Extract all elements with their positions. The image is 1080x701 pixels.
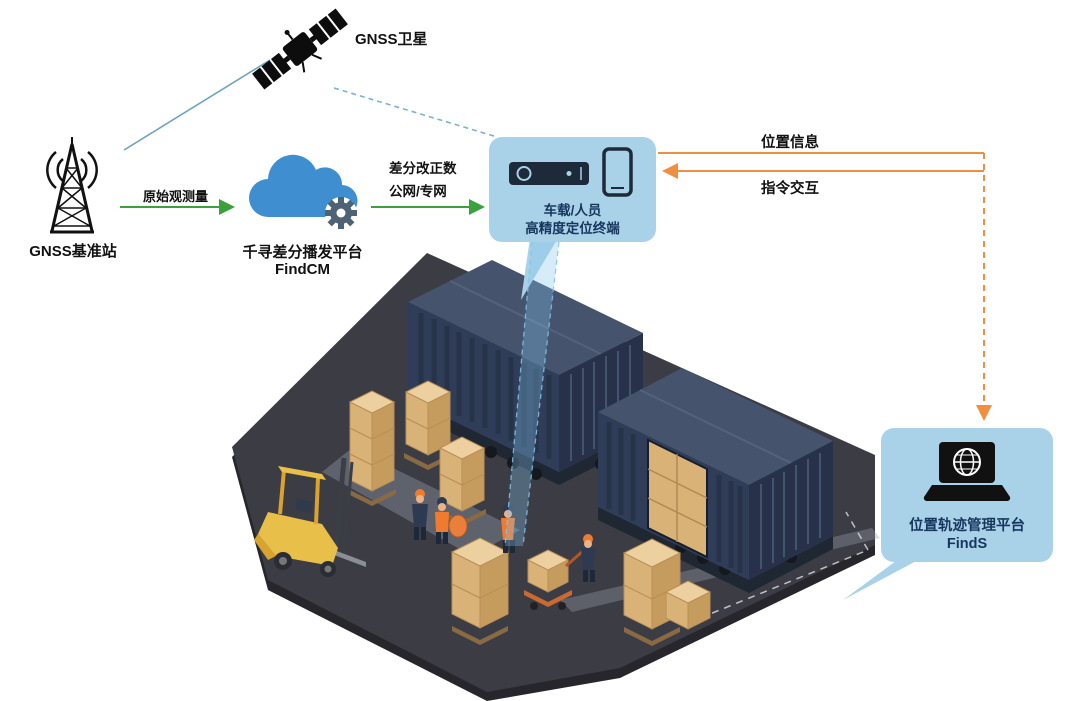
workers xyxy=(412,489,595,582)
position-info-label: 位置信息 xyxy=(761,135,819,151)
command-interaction-label: 指令交互 xyxy=(761,181,819,197)
management-platform-bubble: 位置轨迹管理平台 FindS xyxy=(881,428,1053,562)
correction-label-line2: 公网/专网 xyxy=(389,184,447,199)
cloud-gear-icon xyxy=(238,133,373,238)
management-platform-product: FindS xyxy=(946,536,988,552)
finds-bubble-tail xyxy=(843,558,922,600)
warehouse-illustration xyxy=(232,238,922,701)
terminal-label-line2: 高精度定位终端 xyxy=(525,221,620,236)
management-platform-name: 位置轨迹管理平台 xyxy=(909,518,1025,534)
satellite-to-terminal-link xyxy=(333,87,498,138)
base-station-label: GNSS基准站 xyxy=(29,243,117,260)
pallet-stacks-left xyxy=(348,380,486,526)
satellite-to-base-link xyxy=(123,59,271,151)
positioning-beam xyxy=(504,241,560,547)
cloud-platform-product: FindCM xyxy=(275,261,330,278)
laptop-globe-icon xyxy=(922,440,1012,504)
pallet-jack xyxy=(524,548,585,610)
terminal-label-line1: 车载/人员 xyxy=(543,203,602,218)
container-2 xyxy=(598,368,833,593)
raw-observation-label: 原始观测量 xyxy=(142,189,208,204)
pallet-stacks-bottom xyxy=(450,537,712,646)
satellite-label: GNSS卫星 xyxy=(355,31,428,48)
receiver-and-phone-icon xyxy=(507,147,638,197)
floor-marking xyxy=(699,549,869,619)
terminal-bubble-tail xyxy=(521,238,558,300)
terminal-bubble: 车载/人员 高精度定位终端 xyxy=(489,137,656,242)
cloud-platform-name: 千寻差分播发平台 xyxy=(242,244,363,261)
correction-label-line1: 差分改正数 xyxy=(389,161,457,176)
satellite-icon xyxy=(245,3,355,93)
radio-tower-icon xyxy=(22,136,122,238)
link-lines xyxy=(120,59,992,421)
forklift xyxy=(254,457,366,577)
